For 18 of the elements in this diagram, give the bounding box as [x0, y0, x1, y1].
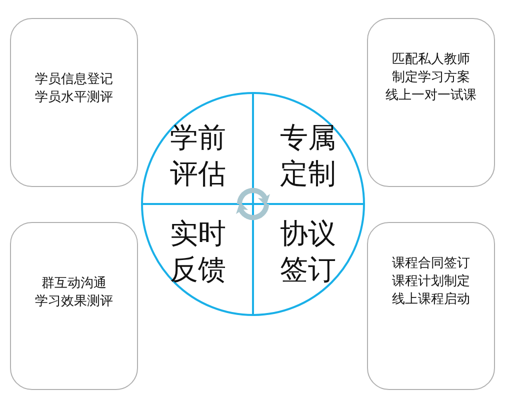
box-text: 线上课程启动 — [392, 291, 470, 309]
rounded-box — [10, 18, 138, 187]
box-text: 学员信息登记 — [35, 71, 113, 89]
box-text: 匹配私人教师 — [392, 51, 470, 69]
quadrant-title: 专属定制 — [278, 120, 337, 192]
rounded-box — [367, 222, 495, 390]
box-text: 学员水平测评 — [35, 89, 113, 107]
box-text: 线上一对一试课 — [386, 87, 476, 105]
box-text: 学习效果测评 — [35, 293, 113, 311]
quadrant-title: 学前评估 — [168, 120, 227, 192]
box-text: 课程合同签订 — [392, 255, 470, 273]
box-text: 制定学习方案 — [392, 69, 470, 87]
rounded-box — [10, 222, 138, 390]
rounded-box — [367, 18, 495, 187]
box-text: 群互动沟通 — [42, 275, 106, 293]
box-text: 课程计划制定 — [392, 273, 470, 291]
quadrant-title: 协议签订 — [278, 216, 337, 288]
quadrant-title: 实时反馈 — [168, 216, 227, 288]
